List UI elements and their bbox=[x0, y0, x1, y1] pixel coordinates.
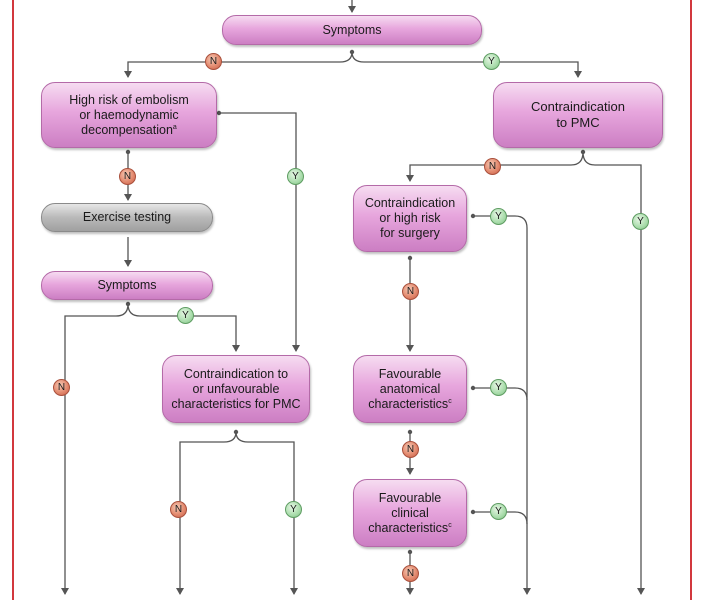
box-contra-unfavourable: Contraindication to or unfavourable char… bbox=[162, 355, 310, 423]
box-favourable-clinical: Favourable clinical characteristicsc bbox=[353, 479, 467, 547]
branch-yes bbox=[351, 51, 582, 78]
no-badge: N bbox=[119, 168, 136, 185]
box-contra-pmc: Contraindication to PMC bbox=[493, 82, 663, 148]
connector-line bbox=[61, 303, 129, 595]
box-symptoms-mid: Symptoms bbox=[41, 271, 213, 300]
yes-badge: Y bbox=[285, 501, 302, 518]
yes-badge: Y bbox=[177, 307, 194, 324]
connector-line bbox=[473, 215, 531, 595]
no-badge: N bbox=[402, 283, 419, 300]
footnote-c: c bbox=[448, 521, 452, 529]
connector-line bbox=[219, 112, 300, 352]
box-contra-surgery: Contraindication or high risk for surger… bbox=[353, 185, 467, 252]
footnote-c: c bbox=[448, 397, 452, 405]
footnote-a: a bbox=[172, 123, 177, 131]
branch-no bbox=[124, 51, 353, 78]
no-badge: N bbox=[402, 565, 419, 582]
no-badge: N bbox=[402, 441, 419, 458]
box-exercise-testing: Exercise testing bbox=[41, 203, 213, 232]
box-favourable-anatomical: Favourable anatomical characteristicsc bbox=[353, 355, 467, 423]
connector-line bbox=[235, 431, 298, 595]
box-symptoms-top: Symptoms bbox=[222, 15, 482, 45]
yes-badge: Y bbox=[483, 53, 500, 70]
connector-line bbox=[473, 387, 528, 401]
connector-line bbox=[473, 511, 528, 525]
no-badge: N bbox=[205, 53, 222, 70]
connector-line bbox=[176, 431, 237, 595]
connector-line bbox=[582, 151, 645, 595]
yes-badge: Y bbox=[287, 168, 304, 185]
connector-line bbox=[127, 303, 240, 352]
no-badge: N bbox=[170, 501, 187, 518]
yes-badge: Y bbox=[490, 208, 507, 225]
yes-badge: Y bbox=[490, 379, 507, 396]
yes-badge: Y bbox=[632, 213, 649, 230]
no-badge: N bbox=[484, 158, 501, 175]
yes-badge: Y bbox=[490, 503, 507, 520]
no-badge: N bbox=[53, 379, 70, 396]
box-high-risk: High risk of embolism or haemodynamic de… bbox=[41, 82, 217, 148]
